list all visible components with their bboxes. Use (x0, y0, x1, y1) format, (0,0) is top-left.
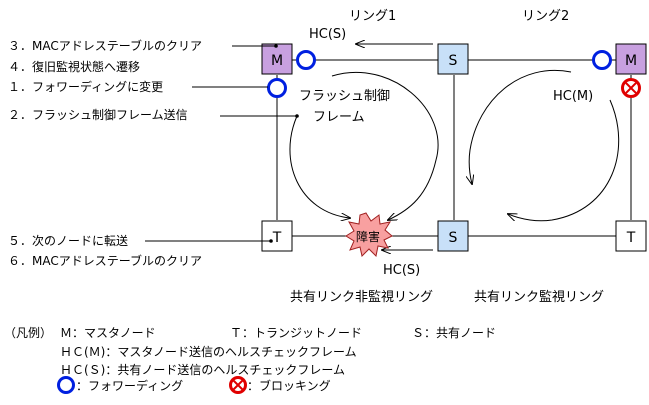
master-node-ring1-label: M (271, 53, 283, 69)
transit-node-ring1: T (261, 220, 293, 252)
ring1-flow-arrow (289, 115, 350, 218)
legend-hc-m: ＨＣ(Ｍ)：マスタノード送信のヘルスチェックフレーム (60, 344, 357, 359)
shared-monitor-label: 共有リンク監視リング (474, 289, 604, 305)
ring-links (276, 59, 632, 237)
ring1-flow-arrow-right (331, 71, 439, 220)
shared-node-bottom-label: S (449, 230, 458, 246)
step-2-label: ２．フラッシュ制御フレーム送信 (8, 107, 188, 122)
flush-frame-label-line2: フレーム (313, 110, 365, 125)
legend-forwarding-icon (57, 376, 75, 394)
hc-m-label: HC(M) (553, 89, 593, 104)
hc-s-top-label: HC(S) (309, 27, 346, 42)
forwarding-port-icon (296, 50, 316, 70)
step-annotations: ３．MACアドレステーブルのクリア ４．復旧監視状態へ遷移 １．フォワーディング… (8, 38, 299, 268)
hc-s-bottom-label: HC(S) (383, 263, 420, 278)
shared-nonmonitor-label: 共有リンク非監視リング (290, 289, 433, 305)
transit-node-ring2: T (615, 220, 647, 252)
blocking-port-icon (621, 78, 641, 98)
master-node-ring2: M (615, 43, 647, 75)
legend: （凡例） Ｍ：マスタノード Ｔ：トランジットノード Ｓ：共有ノード ＨＣ(Ｍ)：… (4, 326, 496, 394)
step-5-label: ５．次のノードに転送 (8, 233, 128, 248)
shared-node-top: S (437, 43, 469, 75)
legend-forwarding: ：フォワーディング (76, 378, 183, 393)
forwarding-port-icon (592, 50, 612, 70)
step-3-label: ３．MACアドレステーブルのクリア (8, 38, 202, 53)
ring2-flow-arrow-top (469, 70, 572, 184)
flush-frame-label-line1: フラッシュ制御 (299, 89, 390, 104)
legend-shared: Ｓ：共有ノード (412, 326, 496, 340)
legend-blocking-icon (229, 376, 247, 394)
shared-node-top-label: S (449, 53, 458, 69)
ring2-circulation (469, 70, 620, 222)
master-node-ring1: M (261, 43, 293, 75)
legend-master: Ｍ：マスタノード (60, 326, 156, 340)
transit-node-ring2-label: T (626, 230, 636, 246)
legend-hc-s: ＨＣ(Ｓ)：共有ノード送信のヘルスチェックフレーム (60, 362, 345, 377)
legend-heading: （凡例） (4, 326, 52, 340)
forwarding-port-icon (267, 78, 287, 98)
ring2-flow-arrow-bottom (508, 99, 620, 222)
fault-burst-icon: 障害 (345, 212, 393, 258)
legend-transit: Ｔ：トランジットノード (230, 326, 362, 340)
legend-blocking: ：ブロッキング (247, 378, 331, 393)
transit-node-ring1-label: T (272, 230, 282, 246)
step-1-label: １．フォワーディングに変更 (8, 79, 163, 94)
ring1-label: リング1 (349, 9, 396, 24)
hc-arrows (356, 44, 433, 250)
step-6-label: ６．MACアドレステーブルのクリア (8, 253, 202, 268)
step-4-label: ４．復旧監視状態へ遷移 (8, 59, 140, 74)
fault-label: 障害 (356, 229, 380, 244)
ring1-circulation (289, 71, 439, 220)
shared-node-bottom: S (437, 220, 469, 252)
ring2-label: リング2 (522, 9, 569, 24)
master-node-ring2-label: M (625, 53, 637, 69)
